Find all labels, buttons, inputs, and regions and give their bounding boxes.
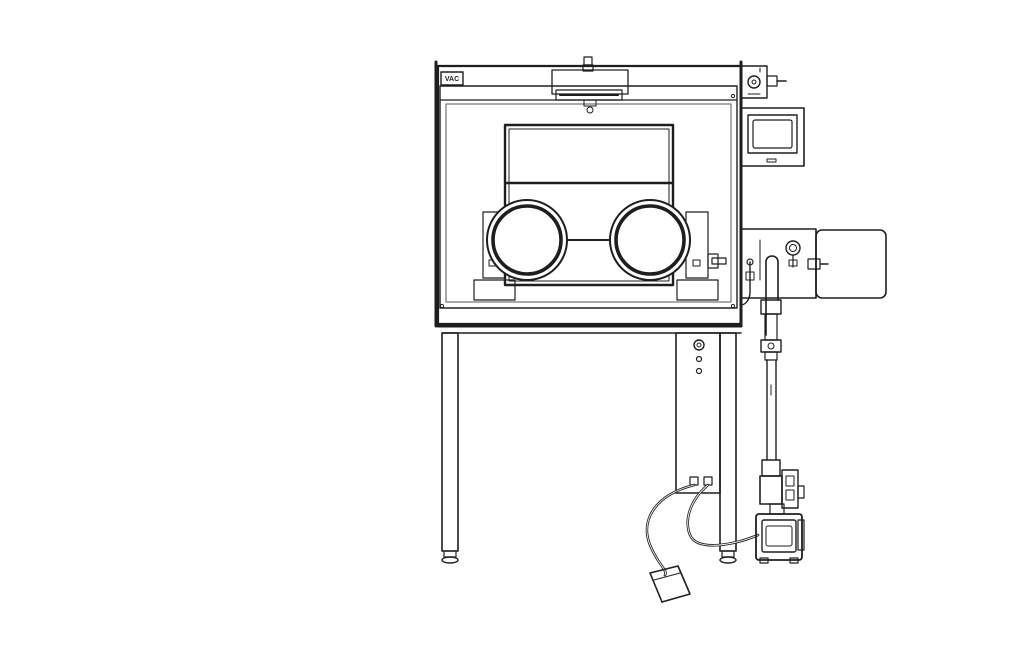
pump-cable: [686, 483, 760, 547]
vacuum-pump: [755, 459, 805, 564]
lamp-assembly: [551, 56, 629, 114]
foot-pedal: [645, 483, 696, 603]
vac-badge: VAC: [440, 71, 464, 86]
antechamber-door: [807, 229, 887, 299]
glove-port-right: [609, 199, 691, 281]
vacuum-line: [740, 255, 782, 461]
glovebox-chamber: [434, 60, 743, 334]
gas-valve: [740, 65, 787, 99]
electrical-cabinet: [675, 332, 721, 494]
vac-label: VAC: [445, 76, 459, 83]
control-panel: [740, 107, 805, 167]
glove-port-left: [486, 199, 568, 281]
stand-frame: [441, 332, 737, 564]
wall-feedthrough: [707, 253, 727, 269]
